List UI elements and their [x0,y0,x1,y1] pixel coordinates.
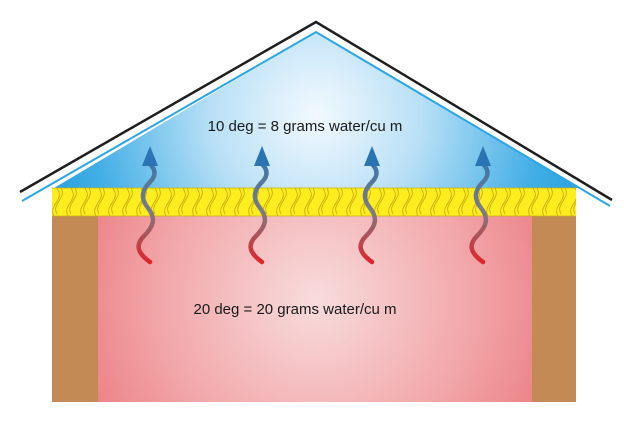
room-condition-label: 20 deg = 20 grams water/cu m [193,301,397,318]
roof-inner-line [21,30,611,207]
moisture-arrow [469,146,491,265]
moisture-arrows [136,146,491,265]
moisture-arrow [136,146,158,265]
insulation-layer [52,187,576,217]
left-wall [52,216,98,402]
moisture-arrow [358,146,380,265]
moisture-arrow [248,146,270,265]
right-wall [532,216,576,402]
attic-space [54,32,578,188]
attic-condition-label: 10 deg = 8 grams water/cu m [207,118,403,135]
roof-outer-line [19,20,613,202]
